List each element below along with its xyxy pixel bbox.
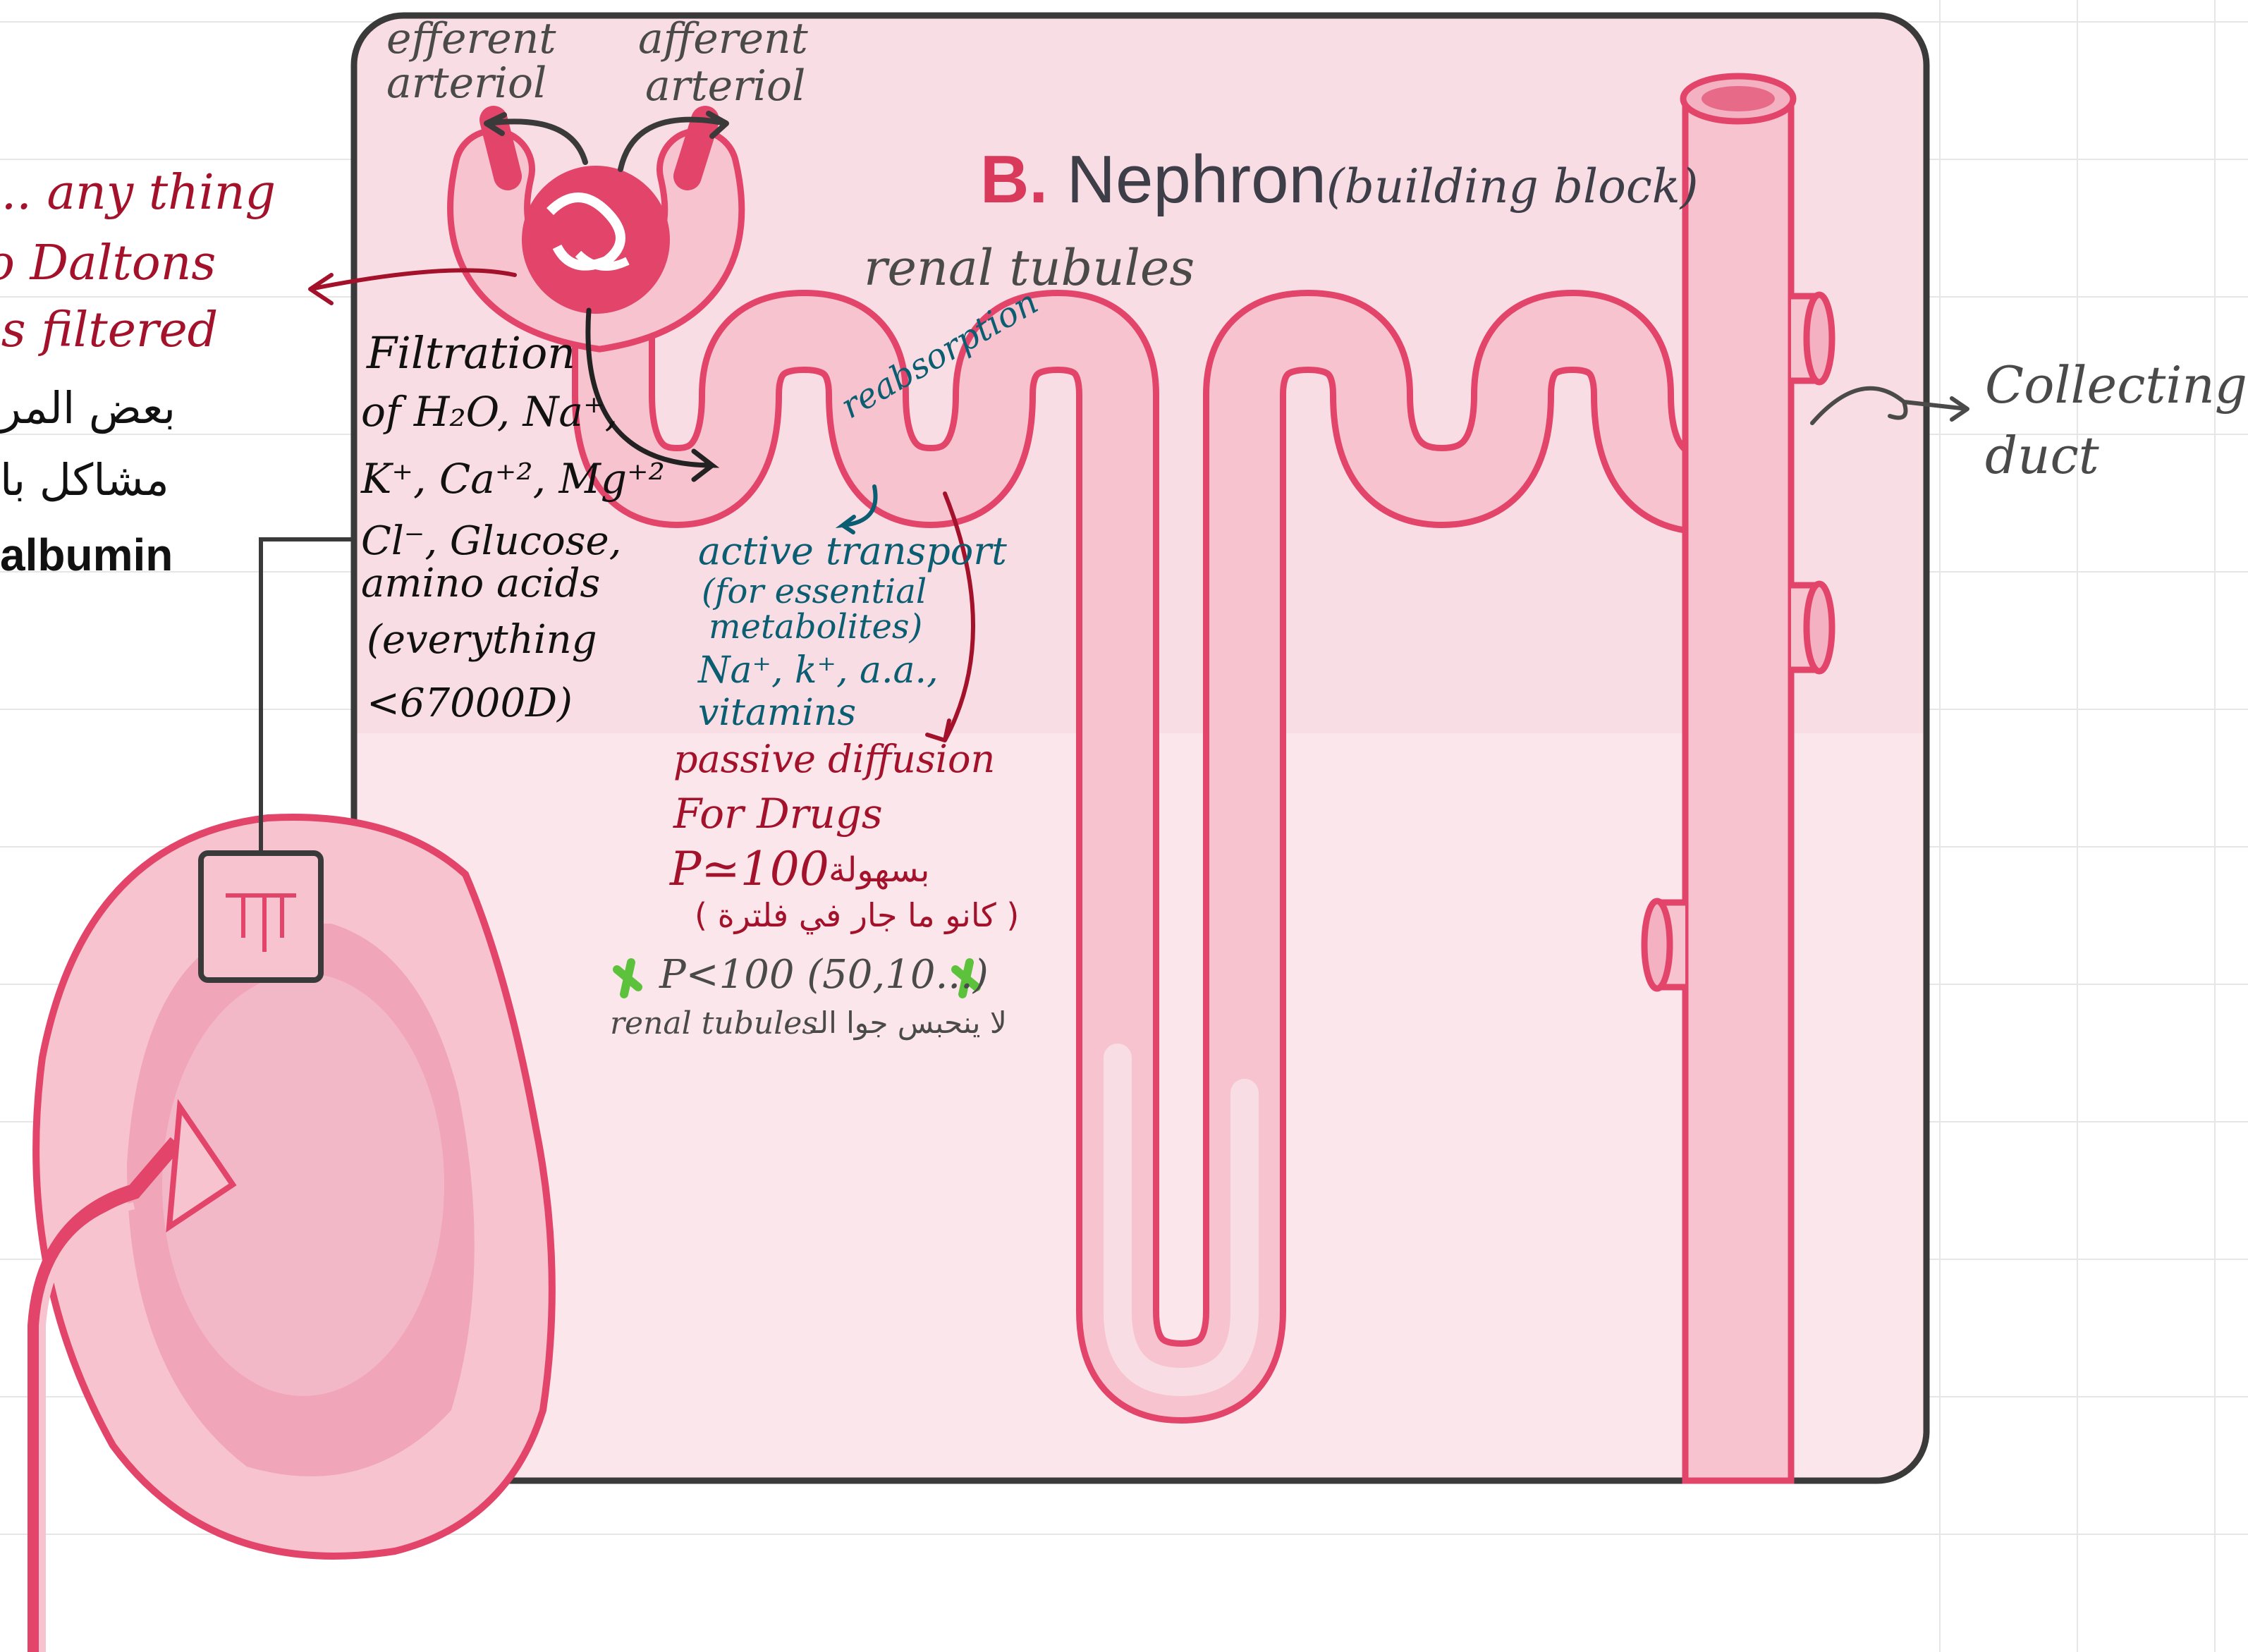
active-transport-line-3: metabolites) xyxy=(709,610,922,644)
active-transport-line-5: vitamins xyxy=(698,695,856,731)
arabic-easily: بسهولة xyxy=(829,853,929,887)
title-letter: B. xyxy=(980,142,1048,217)
active-transport-line-1: active transport xyxy=(698,532,1007,570)
left-arabic-line-1: بعض المر xyxy=(0,386,194,430)
collecting-label-1: Collecting xyxy=(1985,360,2247,410)
title-main: Nephron xyxy=(1067,142,1326,217)
efferent-label-1: efferent xyxy=(386,18,556,60)
collecting-label-2: duct xyxy=(1985,430,2099,481)
active-transport-line-2: (for essential xyxy=(702,575,927,608)
renal-tubules-label: renal tubules xyxy=(864,243,1195,293)
efferent-label-2: arteriol xyxy=(386,62,546,104)
p-approx-100: P≃100 xyxy=(670,846,829,893)
renal-tubules-small: renal tubules xyxy=(610,1008,818,1039)
p-less-than-100: P<100 (50,10...) xyxy=(659,955,989,995)
filtration-line-2: of H₂O, Na⁺, xyxy=(361,391,618,432)
left-note-line-1: ... any thing xyxy=(0,169,276,217)
left-note-line-3: is filtered xyxy=(0,307,218,355)
filtration-line-6: (everything xyxy=(367,620,597,660)
left-note-line-2: o Daltons xyxy=(0,240,216,288)
left-albumin: albumin xyxy=(0,532,173,577)
afferent-label-2: arteriol xyxy=(645,65,805,107)
filtration-line-4: Cl⁻, Glucose, xyxy=(361,522,621,561)
left-arabic-line-2: مشاكل با xyxy=(0,458,194,502)
title-note: (building block) xyxy=(1326,159,1699,214)
afferent-label-1: afferent xyxy=(638,18,808,60)
arabic-bottom-note: لا ينحبس جوا الـ xyxy=(811,1008,1007,1038)
arabic-filter-note: ( كانو ما جار في فلترة ) xyxy=(695,899,1019,931)
filtration-line-1: Filtration xyxy=(367,331,575,375)
active-transport-line-4: Na⁺, k⁺, a.a., xyxy=(698,652,939,689)
filtration-line-7: <67000D) xyxy=(367,684,573,723)
filtration-line-3: K⁺, Ca⁺², Mg⁺² xyxy=(361,458,665,499)
nephron-title: B. Nephron(building block) xyxy=(980,141,1699,219)
filtration-line-5: amino acids xyxy=(361,564,600,604)
passive-line-2: For Drugs xyxy=(673,793,883,834)
passive-line-1: passive diffusion xyxy=(673,740,995,778)
